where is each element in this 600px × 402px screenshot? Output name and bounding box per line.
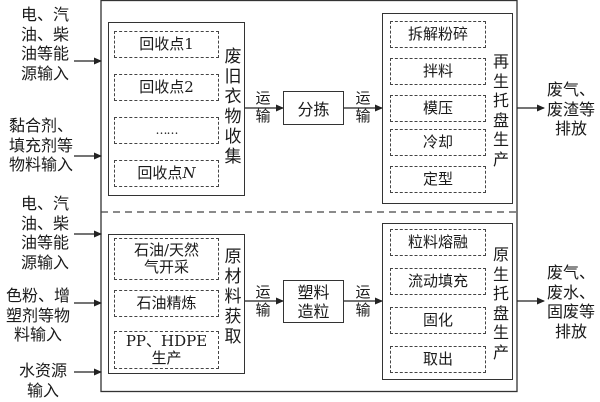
granulation-box: 塑料 造粒 xyxy=(283,280,344,323)
step-shaping: 定型 xyxy=(390,166,486,193)
step-demolding: 取出 xyxy=(390,346,486,373)
virgin-production-box xyxy=(382,223,513,380)
step-molding: 模压 xyxy=(390,95,486,122)
collection-title: 废旧衣物收集 xyxy=(224,47,242,167)
step-oil-refining: 石油精炼 xyxy=(114,290,219,317)
step-disassemble-crush: 拆解粉碎 xyxy=(390,21,486,48)
collection-point-1: 回收点1 xyxy=(114,31,219,58)
input-material-top: 黏合剂、 填充剂等 物料输入 xyxy=(8,116,73,174)
sorting-box: 分拣 xyxy=(283,91,344,125)
step-flow-filling: 流动填充 xyxy=(390,268,486,295)
step-oil-gas-extraction: 石油/天然 气开采 xyxy=(114,238,219,280)
input-water: 水资源 输入 xyxy=(18,361,67,400)
virgin-emissions: 废气、 废水、 固废等 排放 xyxy=(546,263,595,341)
raw-material-title: 原材料获取 xyxy=(224,247,242,347)
step-pellet-melting: 粒料熔融 xyxy=(390,229,486,256)
raw-material-box xyxy=(108,234,245,374)
system-boundary xyxy=(100,0,518,393)
recycled-emissions: 废气、 废渣等 排放 xyxy=(546,80,595,138)
input-energy-top: 电、汽 油、柴 油等能 源输入 xyxy=(20,5,69,83)
input-material-bottom: 色粉、增 塑剂等物 料输入 xyxy=(5,286,70,344)
step-cooling: 冷却 xyxy=(390,129,486,156)
input-energy-bottom: 电、汽 油、柴 油等能 源输入 xyxy=(20,194,69,272)
step-curing: 固化 xyxy=(390,307,486,334)
step-pp-hdpe-production: PP、HDPE 生产 xyxy=(114,331,219,369)
transport-label-bottom-1: 运 输 xyxy=(255,283,271,319)
transport-label-top-1: 运 输 xyxy=(255,89,271,125)
transport-label-bottom-2: 运 输 xyxy=(355,283,371,319)
transport-label-top-2: 运 输 xyxy=(355,89,371,125)
recycled-production-box xyxy=(382,13,513,204)
collection-point-2: 回收点2 xyxy=(114,74,219,101)
step-mixing: 拌料 xyxy=(390,58,486,85)
collection-point-ellipsis: …… xyxy=(114,117,219,144)
collection-box xyxy=(108,22,245,196)
recycled-production-title: 再生托盘生产 xyxy=(492,52,509,169)
virgin-production-title: 原生托盘生产 xyxy=(492,245,509,362)
